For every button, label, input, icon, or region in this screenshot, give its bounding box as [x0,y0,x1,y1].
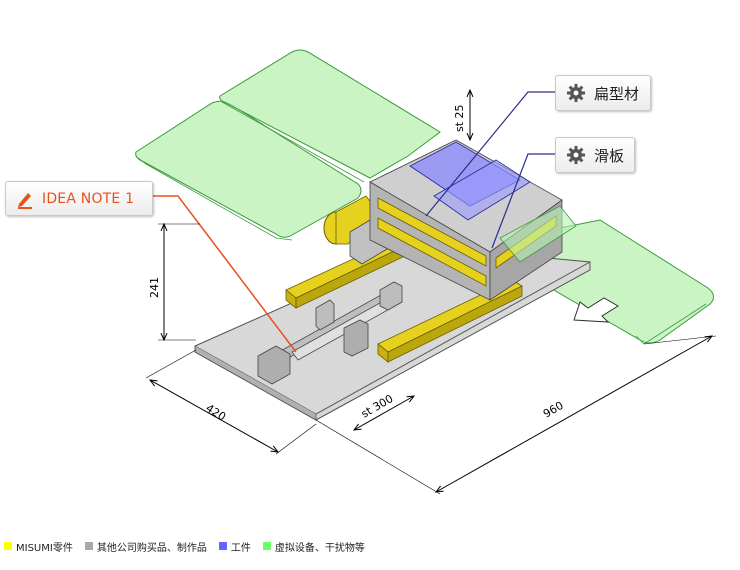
dim-width-label: 420 [203,402,228,424]
legend-item-virtual: 虚拟设备、干扰物等 [262,539,365,554]
conveyor-group [135,49,714,345]
idea-note-callout[interactable]: IDEA NOTE 1 [5,181,153,216]
dim-stroke-label: st 25 [453,104,466,132]
extrusion-callout[interactable]: 扁型材 [555,75,651,111]
slide-label: 滑板 [594,146,625,165]
extrusion-label: 扁型材 [594,84,640,103]
slide-frame [369,139,577,301]
leader-lines [153,91,555,353]
conveyor-belt-right-upper [219,49,441,179]
legend-label: MISUMI零件 [16,542,73,554]
legend-swatch [218,542,227,550]
legend-swatch [4,542,12,550]
legend-item-misumi: MISUMI零件 [4,539,73,554]
legend: MISUMI零件 其他公司购买品、制作品 工件 虚拟设备、干扰物等 [4,539,377,554]
legend-label: 工件 [230,542,251,554]
gear-icon [567,146,585,164]
legend-swatch [262,542,271,550]
idea-note-label: IDEA NOTE 1 [42,190,135,207]
legend-item-purchased: 其他公司购买品、制作品 [84,539,207,554]
dim-height-label: 241 [148,277,161,298]
slide-callout[interactable]: 滑板 [555,137,635,173]
dimension-lines [145,90,717,495]
gear-icon [567,84,585,102]
legend-label: 虚拟设备、干扰物等 [274,542,365,554]
dim-length-label: 960 [541,399,566,421]
legend-label: 其他公司购买品、制作品 [96,542,207,554]
legend-swatch [84,542,93,550]
pen-icon [18,192,32,209]
feed-direction-arrow [573,297,619,323]
legend-item-workpiece: 工件 [218,539,251,554]
